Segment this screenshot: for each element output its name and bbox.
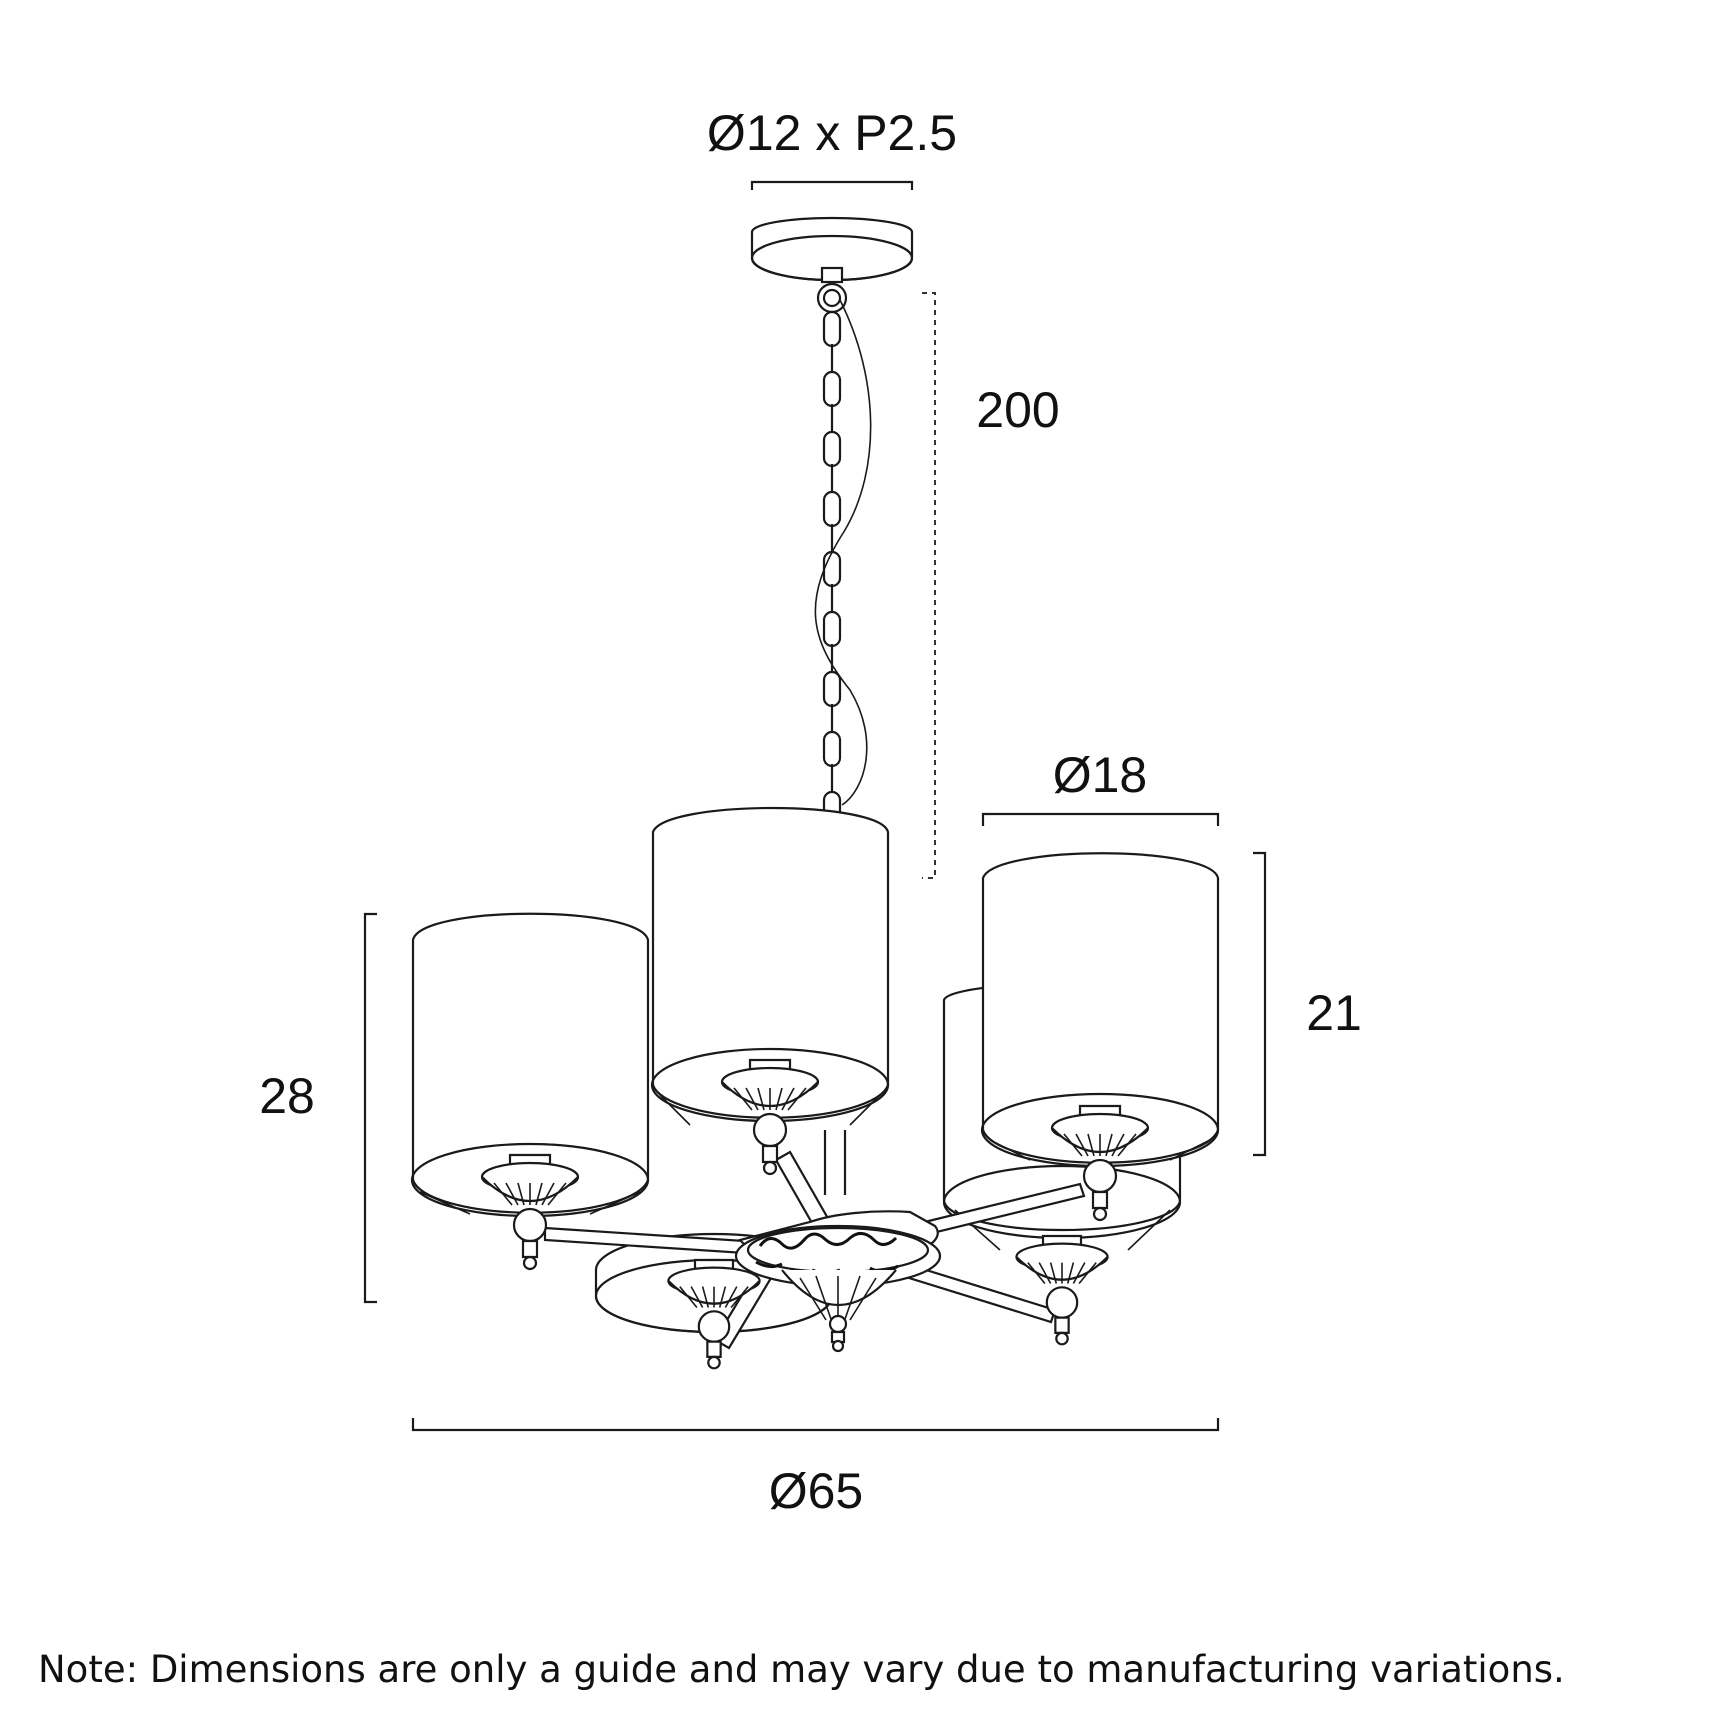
- disclaimer-note: Note: Dimensions are only a guide and ma…: [38, 1648, 1565, 1691]
- finial-left: [480, 1153, 580, 1271]
- finials: [667, 1234, 1109, 1370]
- shade-diameter-label: Ø18: [1053, 747, 1148, 803]
- overall-diameter-label: Ø65: [769, 1463, 864, 1519]
- chain-link: [822, 670, 842, 708]
- shade-diameter-dimension: Ø18: [981, 747, 1220, 826]
- drop-length-dimension: 200: [922, 292, 1060, 879]
- lamp-shade-center: [650, 806, 890, 1126]
- lamp-shade-right: [980, 852, 1220, 1168]
- canopy-width-label: Ø12 x P2.5: [707, 105, 957, 161]
- shade-height-label: 21: [1306, 985, 1362, 1041]
- central-hub: [734, 1210, 942, 1353]
- ceiling-canopy: [750, 216, 914, 284]
- drop-length-label: 200: [976, 382, 1059, 438]
- canopy-width-dimension: Ø12 x P2.5: [707, 105, 957, 190]
- suspension-chain: [814, 282, 872, 828]
- chain-link: [822, 490, 842, 528]
- chain-link: [822, 310, 842, 348]
- finial-back-left: [667, 1258, 761, 1370]
- overall-diameter-dimension: Ø65: [411, 1418, 1220, 1519]
- lamp-shade-left: [410, 912, 650, 1218]
- overall-height-dimension: 28: [259, 912, 377, 1304]
- chain-link: [822, 370, 842, 408]
- chain-link: [822, 550, 842, 588]
- finial-center: [720, 1058, 820, 1176]
- overall-height-label: 28: [259, 1068, 315, 1124]
- shade-height-dimension: 21: [1253, 851, 1362, 1157]
- finial-right: [1050, 1104, 1150, 1222]
- chain-link: [822, 610, 842, 648]
- chain-link: [822, 430, 842, 468]
- chain-link: [822, 730, 842, 768]
- finial-back-right: [1015, 1234, 1109, 1346]
- front-finials: [480, 1058, 1150, 1271]
